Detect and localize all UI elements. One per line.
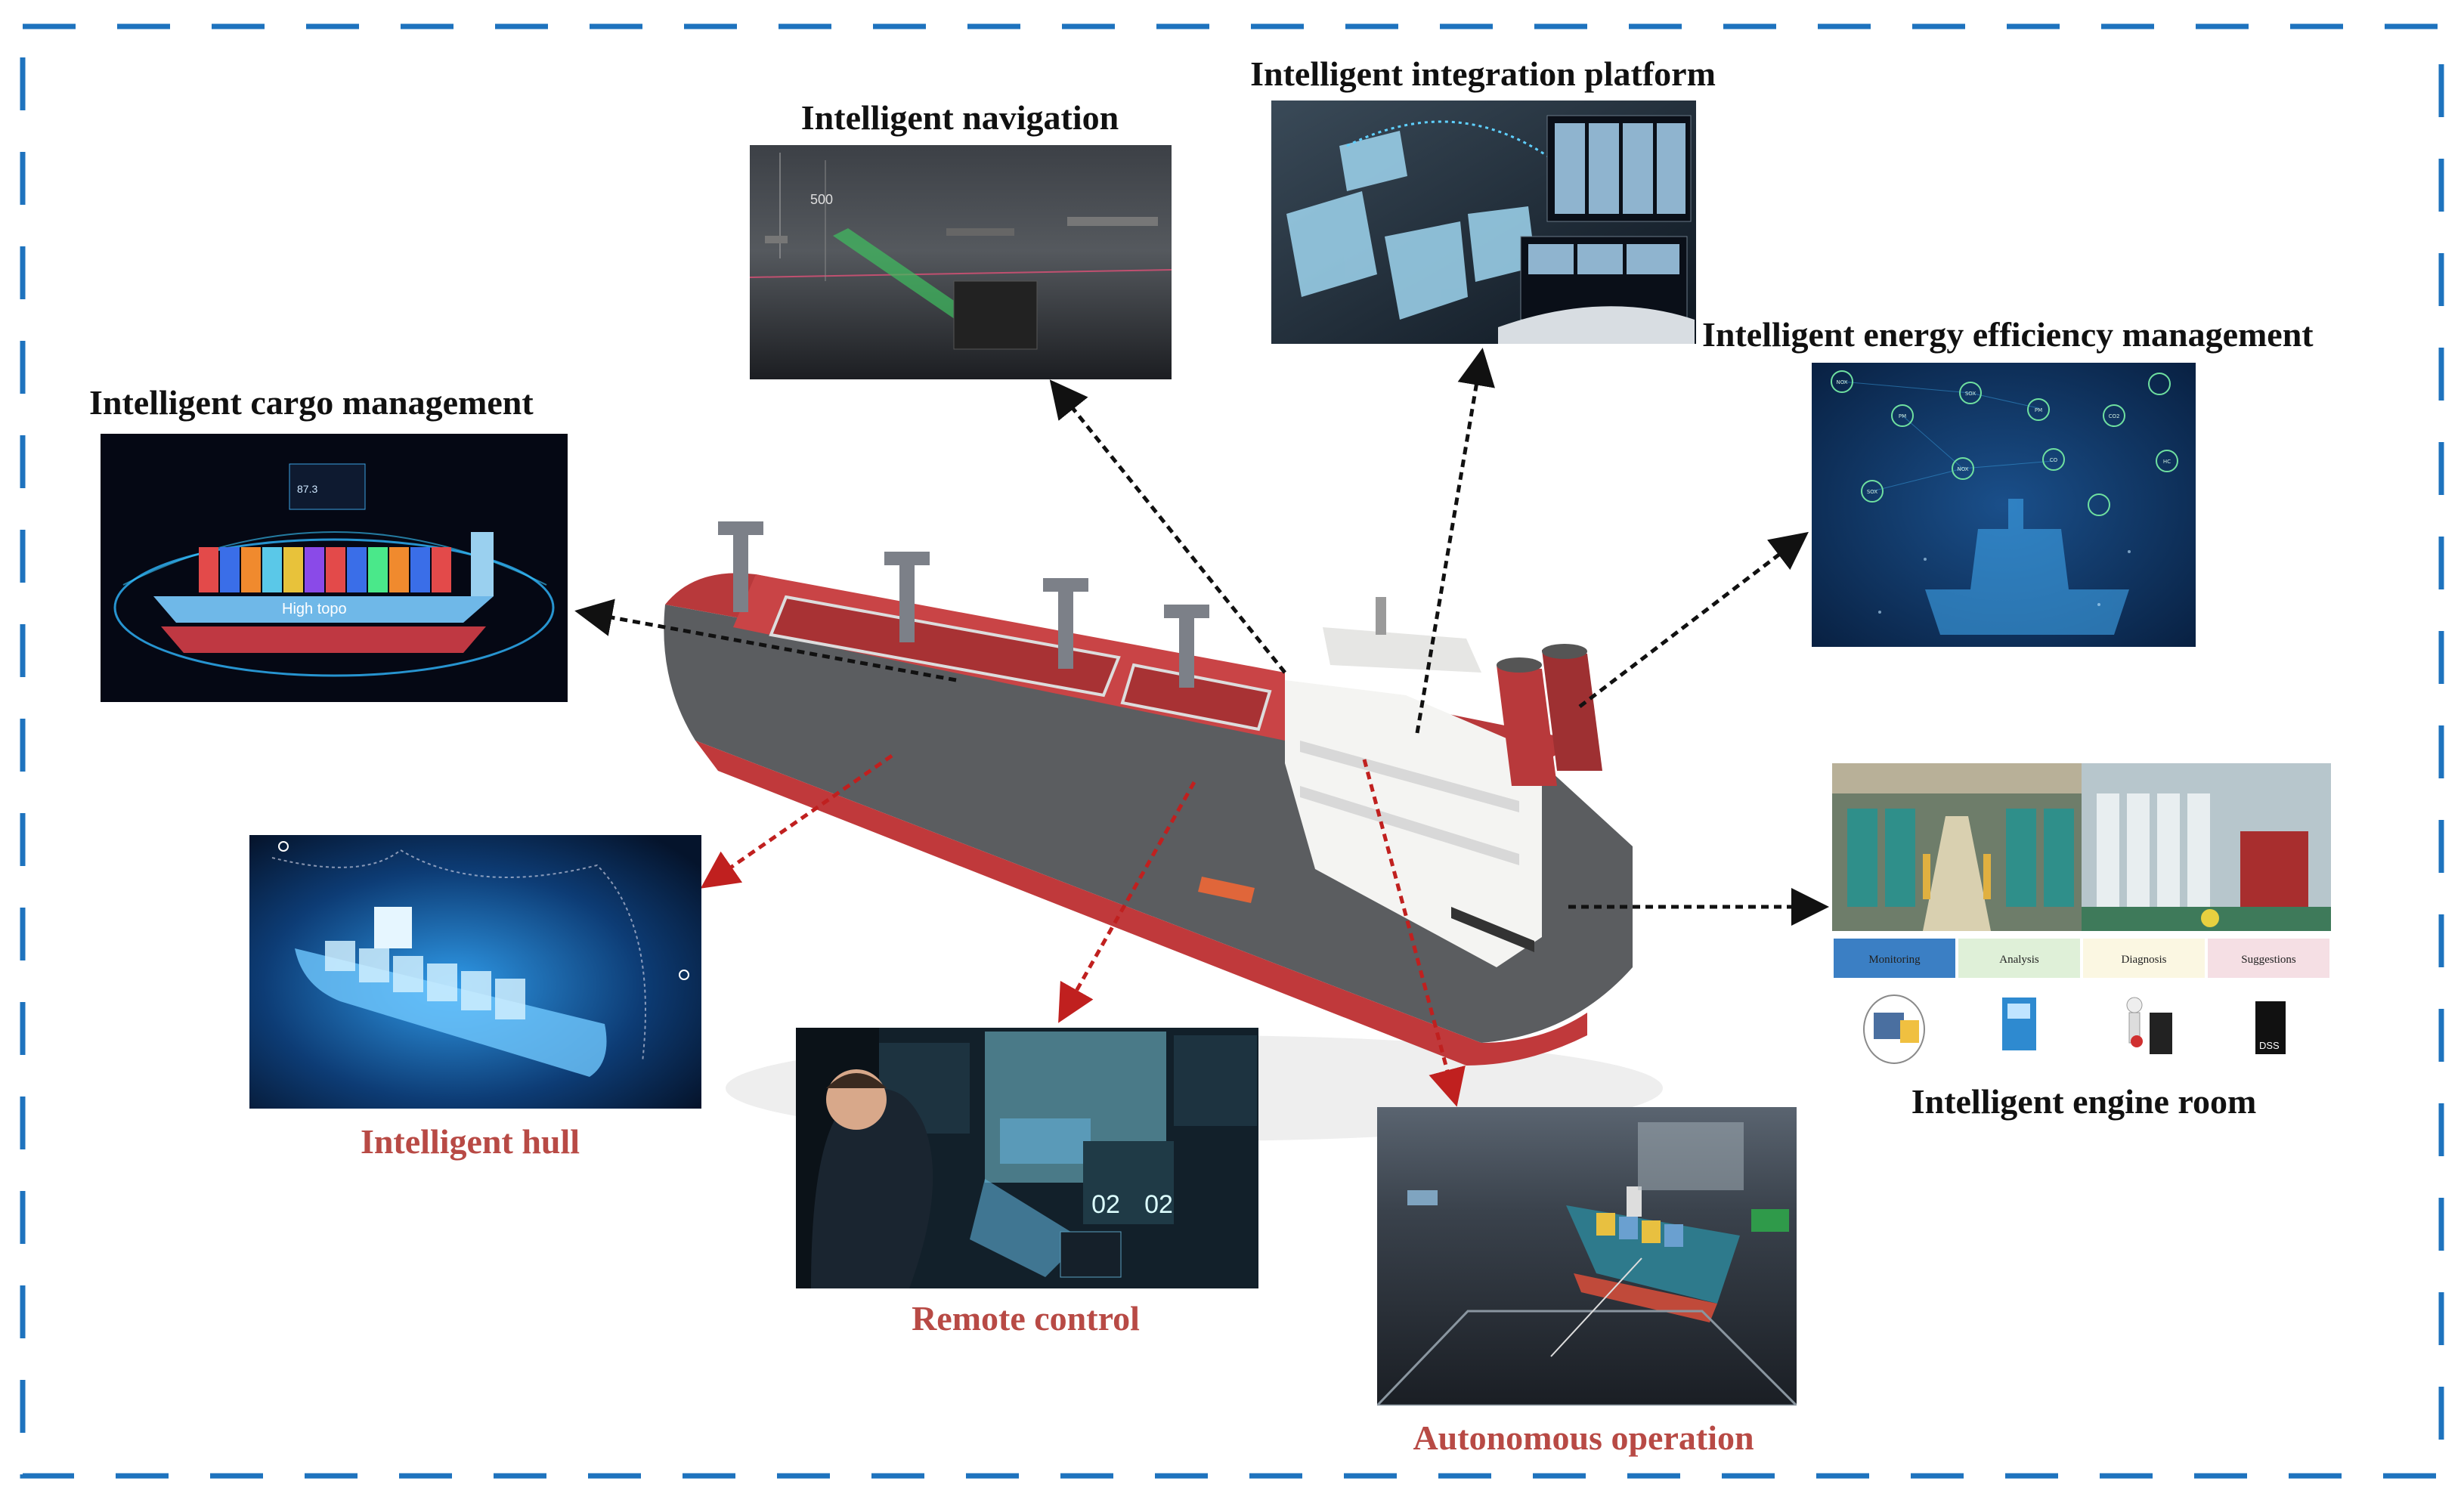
panel-intelligent-energy-efficiency-management: NOX SOX PM CO2 CO HC NOX SOX PM <box>1812 363 2196 647</box>
energy-node-9: PM <box>1899 413 1906 419</box>
energy-node-6: HC <box>2163 459 2171 465</box>
panel-autonomous-operation <box>1377 1107 1797 1406</box>
remote-gauge-2: 02 <box>1144 1190 1173 1219</box>
label-intelligent-engine-room: Intelligent engine room <box>1911 1082 2257 1121</box>
panel-intelligent-cargo-management: High topo 87.3 <box>101 434 568 702</box>
engine-tab-bg-3 <box>2083 939 2205 978</box>
engine-tab-label-4: Suggestions <box>2241 954 2296 966</box>
energy-node-4: CO2 <box>2109 413 2120 419</box>
energy-node-8: SOX <box>1867 489 1878 495</box>
cargo-readout: 87.3 <box>297 483 317 495</box>
energy-node-2: SOX <box>1965 391 1976 397</box>
engine-tab-bg-1 <box>1834 939 1955 978</box>
energy-node-1: NOX <box>1836 379 1847 385</box>
panel-intelligent-navigation: 500 <box>750 145 1172 379</box>
panel-intelligent-hull <box>249 835 701 1109</box>
arrow-to-energy <box>1578 531 1809 708</box>
engine-tab-label-1: Monitoring <box>1868 954 1921 966</box>
label-intelligent-cargo-management: Intelligent cargo management <box>89 383 534 422</box>
panel-intelligent-engine-room: Monitoring Analysis Diagnosis Suggestions D… <box>1832 763 2331 1079</box>
arrow-to-navigation <box>1049 379 1286 674</box>
panel-intelligent-integration-platform <box>1271 101 1696 344</box>
label-intelligent-integration-platform: Intelligent integration platform <box>1250 54 1716 93</box>
engine-tab-label-3: Diagnosis <box>2122 954 2167 966</box>
label-remote-control: Remote control <box>912 1299 1140 1338</box>
engine-dss-text: DSS <box>2259 1040 2280 1051</box>
label-intelligent-hull: Intelligent hull <box>360 1122 580 1161</box>
engine-tab-label-2: Analysis <box>1999 954 2039 966</box>
arrow-to-cargo <box>574 599 957 682</box>
engine-tab-bg-4 <box>2208 939 2329 978</box>
energy-node-3: PM <box>2035 407 2042 413</box>
remote-gauge-1: 02 <box>1091 1190 1120 1219</box>
label-intelligent-energy-efficiency-management: Intelligent energy efficiency management <box>1702 315 2314 354</box>
nav-speed-readout: 500 <box>810 192 833 207</box>
energy-node-7: NOX <box>1957 466 1968 472</box>
label-autonomous-operation: Autonomous operation <box>1413 1418 1754 1457</box>
cargo-ship-text: High topo <box>282 601 347 617</box>
energy-node-5: CO <box>2050 457 2058 463</box>
arrow-to-remote <box>1058 781 1196 1023</box>
arrow-to-autonomous <box>1362 759 1466 1107</box>
arrow-to-hull <box>700 753 893 889</box>
engine-tab-bg-2 <box>1958 939 2080 978</box>
label-intelligent-navigation: Intelligent navigation <box>800 98 1119 137</box>
panel-remote-control: 02 02 <box>796 1028 1258 1288</box>
arrow-to-integration <box>1415 348 1495 734</box>
